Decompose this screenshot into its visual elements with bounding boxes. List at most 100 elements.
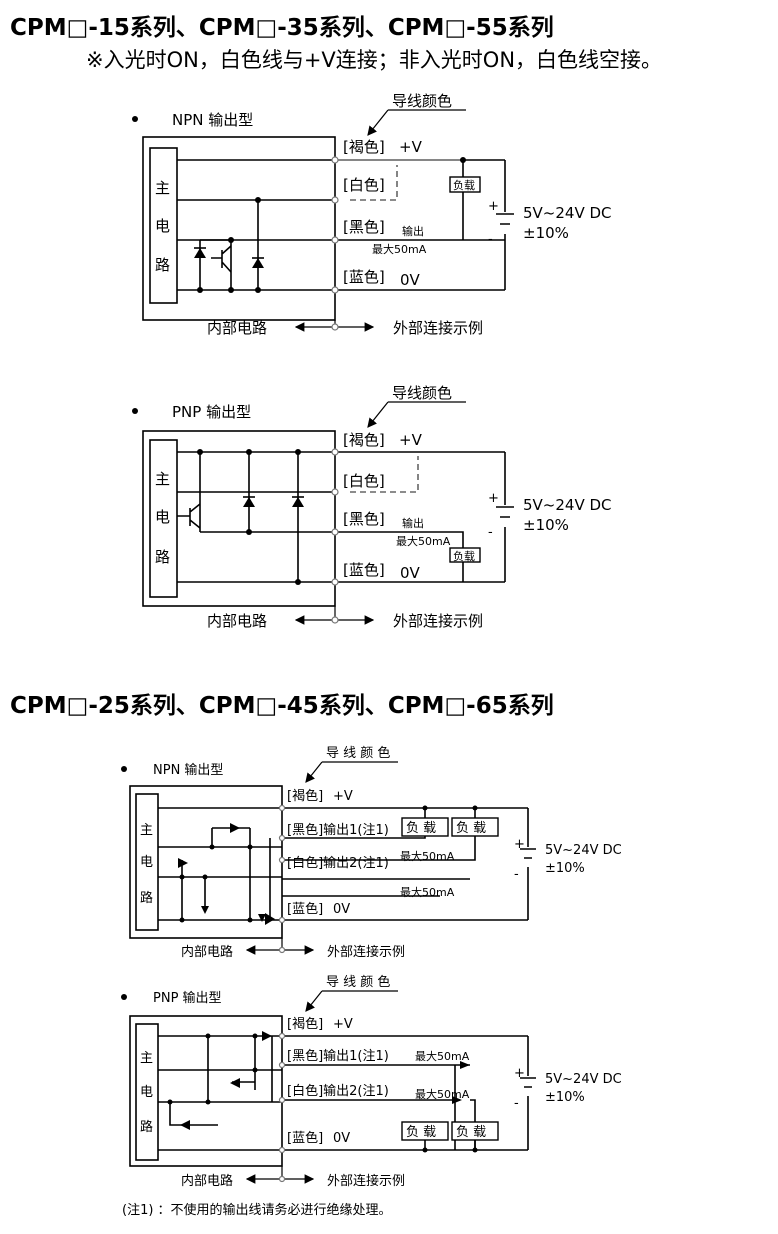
type-label: PNP 输出型 [153,990,222,1006]
wire-blue-label: [蓝色] [287,901,323,917]
main-char-1: 主 [155,470,170,488]
white-dashed-wire [350,165,398,201]
type-label: NPN 输出型 [172,111,253,129]
wire-white-out2-label: [白色]输出2(注1) [287,1083,389,1099]
plus-v-label: +V [333,789,353,804]
internal-label: 内部电路 [181,1173,233,1189]
svg-text:负 载: 负 载 [456,821,486,836]
supply-voltage-label: 5V~24V DC [545,843,622,858]
svg-text:负 载: 负 载 [406,1125,436,1140]
wire-white-label: [白色] [343,176,385,194]
diagram-pnp-1: PNP 输出型 导线颜色 主 电 路 负载 [褐色] +V [白色] [黑色] [132,384,612,630]
svg-text:路: 路 [140,890,153,906]
tolerance-label: ±10% [523,224,569,242]
svg-text:+: + [514,837,525,852]
internal-label: 内部电路 [181,944,233,960]
type-label: NPN 输出型 [153,762,223,778]
wire-black-label: [黑色] [343,218,385,236]
wire-brown-label: [褐色] [343,138,385,156]
internal-label: 内部电路 [207,319,267,337]
svg-text:+: + [488,491,499,506]
svg-text:-: - [514,867,519,882]
load-label: 负载 [453,549,475,563]
main-char-3: 路 [155,256,170,274]
zero-v-label: 0V [333,902,350,917]
external-label: 外部连接示例 [393,612,483,630]
white-dashed-wire [350,456,419,493]
main-char-2: 电 [155,217,170,235]
arrow-right-icon [460,1061,470,1069]
wire-brown-label: [褐色] [343,431,385,449]
zero-v-label: 0V [333,1131,350,1146]
wire-color-title: 导 线 颜 色 [326,974,390,990]
supply-voltage-label: 5V~24V DC [523,204,612,222]
section2-title: CPM□-25系列、CPM□-45系列、CPM□-65系列 [10,693,554,719]
svg-text:主: 主 [140,1051,153,1066]
diagram-npn-2: NPN 输出型 导 线 颜 色 主 电 路 负 载 负 载 [褐色] +V [121,745,622,960]
bullet-icon [121,766,127,772]
diode-icon [262,1031,272,1041]
zener-diode-icon [243,497,255,507]
internal-circuit-box [129,1015,283,1167]
battery-icon [520,1077,536,1088]
output-label: 输出 [402,224,424,238]
max-current-label: 最大50mA [415,1049,470,1063]
svg-text:主: 主 [140,823,153,838]
load-box-2 [451,817,499,837]
wire-blue-label: [蓝色] [343,561,385,579]
max-current-label: 最大50mA [396,534,451,548]
svg-text:+: + [514,1066,525,1081]
diode-icon [265,913,275,925]
svg-text:-: - [488,232,493,247]
main-char-3: 路 [155,548,170,566]
svg-text:+: + [488,199,499,214]
diagram-pnp-2: PNP 输出型 导 线 颜 色 主 电 路 负 载 负 载 [褐色] [121,974,622,1189]
svg-text:电: 电 [140,1085,153,1100]
wire-color-title: 导 线 颜 色 [326,745,390,761]
wire-color-pointer [368,401,466,427]
zero-v-label: 0V [400,564,421,582]
diode-icon [194,248,206,258]
wire-blue-label: [蓝色] [287,1130,323,1146]
main-circuit-block [135,793,159,931]
arrow-down-icon [258,914,266,922]
main-circuit-block [135,1023,159,1161]
svg-text:负 载: 负 载 [406,821,436,836]
load-box [449,547,481,563]
wire-brown-label: [褐色] [287,1016,323,1032]
zero-v-label: 0V [400,271,421,289]
plus-v-label: +V [399,138,423,156]
diode-icon [230,823,240,833]
main-circuit-block [149,147,178,304]
section1-title: CPM□-15系列、CPM□-35系列、CPM□-55系列 [10,15,554,41]
svg-text:负 载: 负 载 [456,1125,486,1140]
battery-icon [496,213,514,225]
wire-color-pointer [306,761,398,782]
transistor-icon [177,503,201,529]
zener-diode-icon [292,497,304,507]
bullet-icon [132,116,138,122]
wire-blue-label: [蓝色] [343,268,385,286]
svg-text:-: - [488,525,493,540]
internal-label: 内部电路 [207,612,267,630]
wire-black-out1-label: [黑色]输出1(注1) [287,1048,389,1064]
transistor-icon [211,245,232,273]
tolerance-label: ±10% [523,516,569,534]
tolerance-label: ±10% [545,861,585,876]
diode-icon [230,1078,240,1088]
battery-icon [520,848,536,859]
footnote: (注1) ：不使用的输出线请务必进行绝缘处理。 [122,1202,392,1218]
internal-circuit-box [142,430,336,607]
plus-v-label: +V [399,431,423,449]
svg-text:-: - [514,1096,519,1111]
wire-black-out1-label: [黑色]输出1(注1) [287,822,389,838]
zener-diode-icon [252,258,264,268]
load-box-1 [401,817,449,837]
section1-note: ※入光时ON，白色线与+V连接；非入光时ON，白色线空接。 [86,48,663,72]
main-char-2: 电 [155,508,170,526]
svg-text:电: 电 [140,855,153,870]
wire-color-title: 导线颜色 [392,384,452,402]
wire-white-out2-label: [白色]输出2(注1) [287,855,389,871]
diagram-npn-1: NPN 输出型 导线颜色 主 电 路 负载 [132,92,612,337]
